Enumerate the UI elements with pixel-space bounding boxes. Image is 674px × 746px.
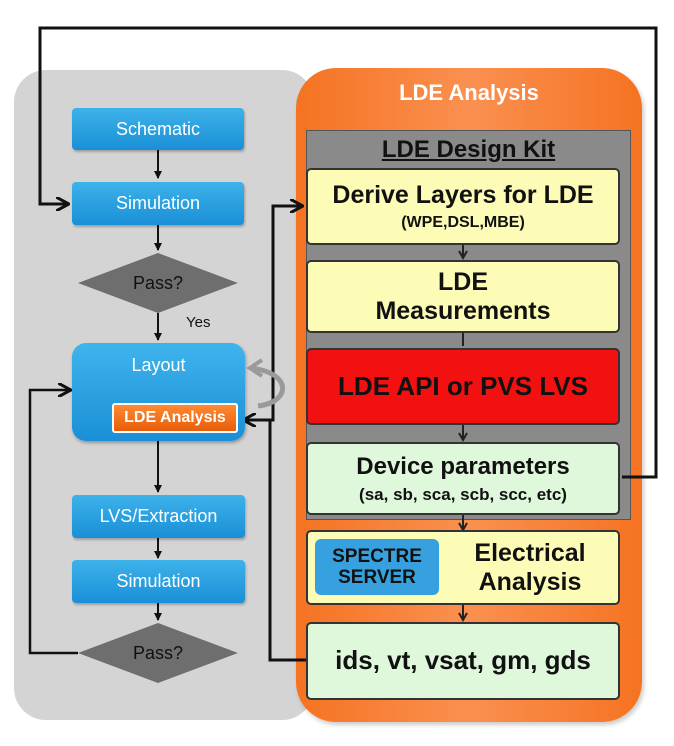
yes-label: Yes	[186, 314, 211, 331]
device-parameters-title: Device parameters	[356, 452, 570, 480]
layout-label: Layout	[131, 355, 186, 375]
lde-measurements-box: LDE Measurements	[306, 260, 620, 333]
electrical-analysis-label: Electrical Analysis	[445, 536, 615, 600]
simulation-box-1: Simulation	[72, 182, 244, 225]
schematic-box: Schematic	[72, 108, 244, 150]
spectre-line1: SPECTRE	[332, 545, 422, 567]
lde-api-box: LDE API or PVS LVS	[306, 348, 620, 425]
pass-decision-2-label: Pass?	[132, 642, 184, 663]
simulation-box-2: Simulation	[72, 560, 245, 603]
lde-analysis-title: LDE Analysis	[399, 80, 539, 105]
lde-measurements-line1: LDE	[438, 267, 488, 296]
pass-decision-1-label: Pass?	[132, 272, 184, 293]
derive-layers-subtitle: (WPE,DSL,MBE)	[401, 213, 525, 231]
pass-decision-1-shape	[78, 253, 238, 313]
spectre-line2: SERVER	[338, 567, 416, 588]
lvs-extraction-box: LVS/Extraction	[72, 495, 245, 538]
lde-design-kit-title: LDE Design Kit	[381, 136, 556, 163]
spectre-server-box: SPECTRE SERVER	[315, 539, 439, 595]
lde-api-label: LDE API or PVS LVS	[338, 370, 588, 401]
lde-measurements-line2: Measurements	[375, 296, 551, 325]
derive-layers-title: Derive Layers for LDE	[332, 180, 594, 209]
device-parameters-subtitle: (sa, sb, sca, scb, scc, etc)	[359, 484, 567, 504]
derive-layers-box: Derive Layers for LDE (WPE,DSL,MBE)	[306, 168, 620, 245]
device-parameters-box: Device parameters (sa, sb, sca, scb, scc…	[306, 442, 620, 515]
electrical-line2: Analysis	[478, 568, 582, 596]
electrical-line1: Electrical	[474, 539, 586, 568]
pass-decision-2-shape	[78, 623, 238, 683]
layout-lde-analysis-box: LDE Analysis	[112, 403, 238, 433]
output-parameters-label: ids, vt, vsat, gm, gds	[335, 645, 591, 676]
output-parameters-box: ids, vt, vsat, gm, gds	[306, 622, 620, 700]
